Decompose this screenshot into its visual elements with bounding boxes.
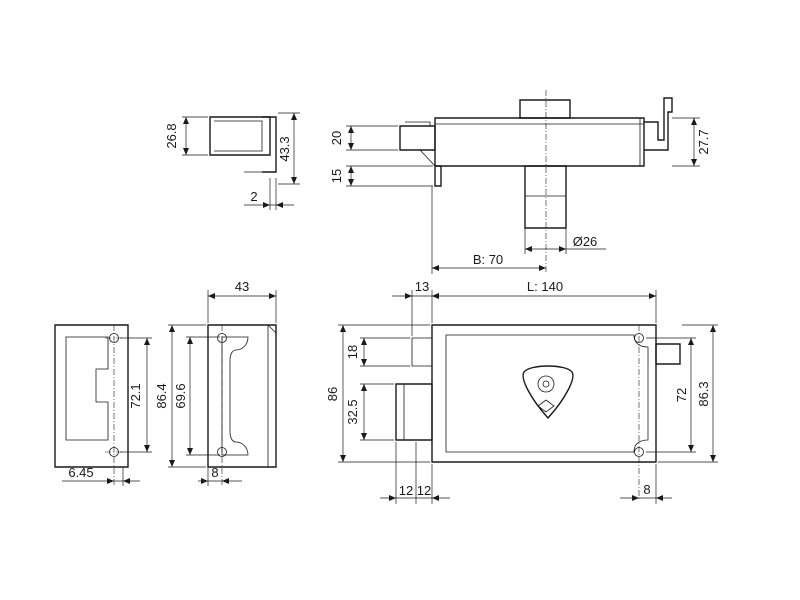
dim-72: 72 <box>674 388 689 402</box>
dim-13: 13 <box>415 279 429 294</box>
dim-diameter-26: Ø26 <box>573 234 598 249</box>
strike-plate-front: 72.1 6.45 <box>54 324 152 486</box>
dim-86: 86 <box>325 387 340 401</box>
dim-43: 43 <box>235 279 249 294</box>
dim-26-8: 26.8 <box>164 123 179 148</box>
dim-86-3: 86.3 <box>696 381 711 406</box>
dim-43-3: 43.3 <box>277 136 292 161</box>
dim-12-b: 12 <box>417 483 431 498</box>
dim-12-a: 12 <box>399 483 413 498</box>
dim-l-140: L: 140 <box>527 279 563 294</box>
dim-8-lock: 8 <box>643 482 650 497</box>
dim-2: 2 <box>250 189 257 204</box>
dim-32-5: 32.5 <box>345 399 360 424</box>
dim-8-strike: 8 <box>211 465 218 480</box>
dim-86-4: 86.4 <box>154 383 169 408</box>
dim-69-6: 69.6 <box>173 383 188 408</box>
strike-box-front: 43 86.4 69.6 8 <box>154 279 277 486</box>
dim-27-7: 27.7 <box>696 129 711 154</box>
dim-15: 15 <box>329 169 344 183</box>
strike-side-view: 26.8 43.3 2 <box>164 112 300 210</box>
dim-6-45: 6.45 <box>68 465 93 480</box>
dim-20: 20 <box>329 131 344 145</box>
lock-front-view: 13 L: 140 86 18 32.5 12 12 72 86.3 8 <box>325 279 718 504</box>
dim-72-1: 72.1 <box>128 383 143 408</box>
dim-b-70: B: 70 <box>473 252 503 267</box>
lock-top-view: 20 15 27.7 Ø26 B: 70 <box>329 90 711 274</box>
dim-18: 18 <box>345 345 360 359</box>
